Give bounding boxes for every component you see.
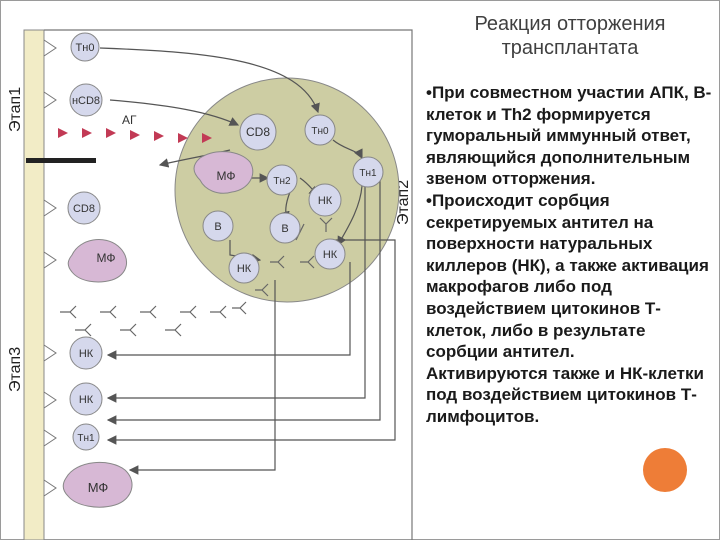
title-line-1: Реакция отторжения <box>474 13 666 35</box>
nk-left-label-1: НК <box>79 348 94 360</box>
body-paragraph-3: Активируются также и НК-клетки под возде… <box>426 363 704 426</box>
th2-label: Тн2 <box>273 176 291 187</box>
nk-right-label: НК <box>323 249 338 261</box>
mf-inner-label: МФ <box>217 169 236 183</box>
accent-dot <box>643 448 687 492</box>
body-text: •При совместном участии АПК, В-клеток и … <box>426 82 718 428</box>
arrows <box>99 47 396 475</box>
tn1-left-label: Тн1 <box>77 433 95 444</box>
nk-left-cell-2 <box>69 382 103 416</box>
tn0-inner-cell <box>304 114 336 146</box>
th1-cell <box>352 156 384 188</box>
cd8-left-label: CD8 <box>73 203 95 215</box>
mf-inner-cell <box>193 151 254 194</box>
tn1-left-cell <box>72 423 100 451</box>
block-bar <box>26 158 96 163</box>
b-cell-2 <box>269 212 301 244</box>
nk-bottom-cell <box>228 252 260 284</box>
stage3-label: Этап3 <box>7 347 24 392</box>
tn0-label: Тн0 <box>76 42 95 54</box>
stage1-label: Этап1 <box>7 87 24 132</box>
tn0-inner-label: Тн0 <box>311 126 329 137</box>
nk-left-label-2: НК <box>79 394 94 406</box>
antigen-triangles <box>58 128 212 143</box>
mf-left-cell <box>67 239 127 283</box>
nk-left-cell-1 <box>69 336 103 370</box>
cd8-top-cell <box>239 113 277 151</box>
ncd8-cell <box>69 83 103 117</box>
mf-bottom-cell <box>62 461 133 508</box>
tn0-cell <box>70 32 100 62</box>
th2-cell <box>266 164 298 196</box>
title-line-2: трансплантата <box>501 37 639 59</box>
slide-title: Реакция отторжения трансплантата <box>420 12 720 60</box>
th1-label: Тн1 <box>359 168 377 179</box>
b-cell-2-label: В <box>281 223 288 235</box>
mf-left-label: МФ <box>97 251 116 265</box>
nk-inner-cell <box>308 183 342 217</box>
ncd8-label: нCD8 <box>72 95 100 107</box>
ag-label: АГ <box>122 113 137 127</box>
nk-inner-label: НК <box>318 195 333 207</box>
diagram-frame <box>44 29 413 540</box>
body-paragraph-2: •Происходит сорбция секретируемых антите… <box>426 190 709 362</box>
mf-bottom-label: МФ <box>88 480 109 495</box>
cd8-left-cell <box>67 191 101 225</box>
nk-bottom-label: НК <box>237 263 252 275</box>
nk-right-cell <box>314 238 346 270</box>
b-cell-1-label: В <box>214 221 221 233</box>
left-edge-arrows <box>43 39 57 497</box>
cd8-top-label: CD8 <box>246 125 270 139</box>
b-cell-1 <box>202 210 234 242</box>
stage-bar <box>23 29 45 540</box>
body-paragraph-1: •При совместном участии АПК, В-клеток и … <box>426 83 712 189</box>
